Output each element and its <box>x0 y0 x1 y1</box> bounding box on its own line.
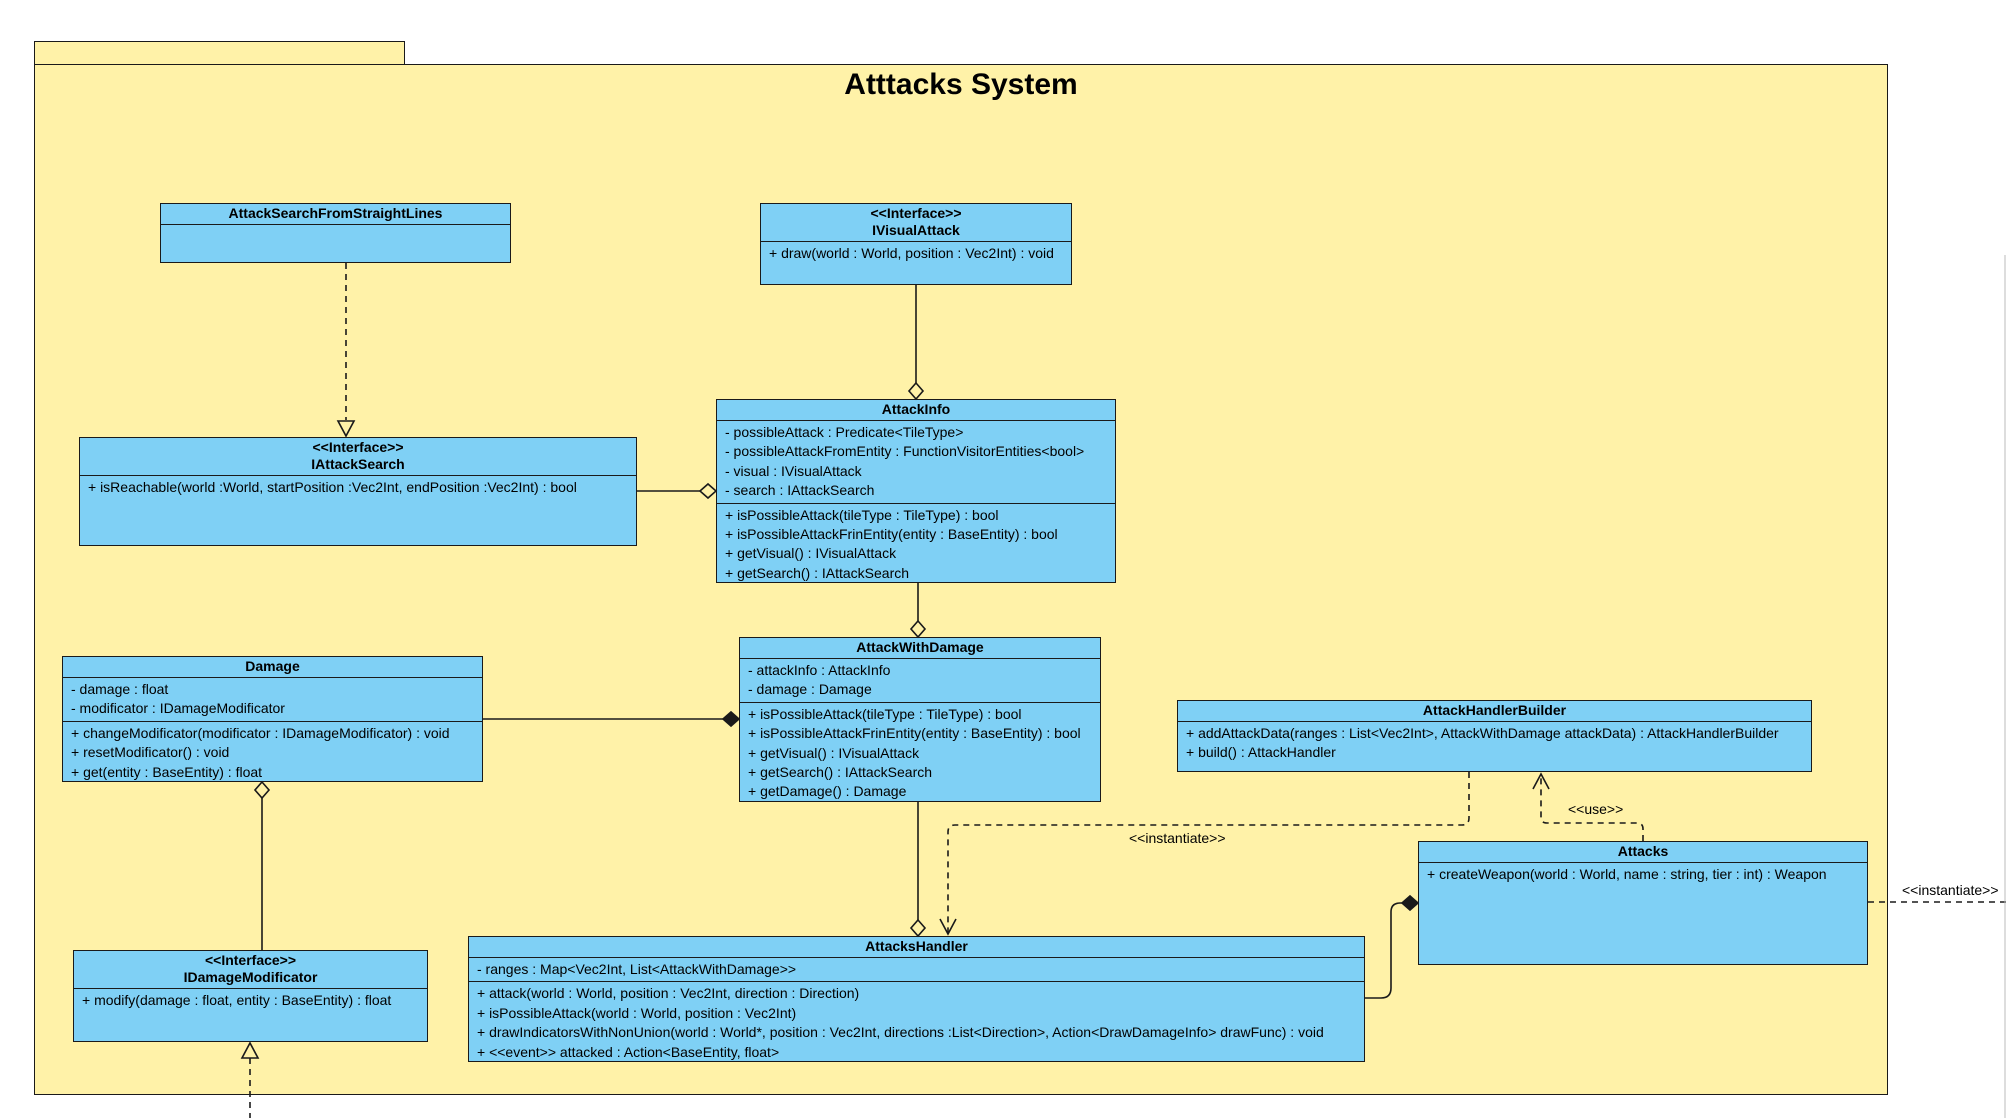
class-header: AttackInfo <box>717 400 1115 421</box>
class-operation: + isPossibleAttack(tileType : TileType) … <box>725 506 999 523</box>
composition-diamond <box>1400 894 1420 912</box>
realization-arrowhead <box>336 420 356 438</box>
class-operations-compartment: + modify(damage : float, entity : BaseEn… <box>74 989 427 1012</box>
class-operation: + drawIndicatorsWithNonUnion(world : Wor… <box>477 1024 1324 1041</box>
aggregation-diamond <box>907 381 925 401</box>
class-operations-compartment: + attack(world : World, position : Vec2I… <box>469 982 1364 1061</box>
composition-diamond <box>721 710 741 728</box>
class-operation: + getSearch() : IAttackSearch <box>748 764 933 781</box>
class-name: IDamageModificator <box>183 969 318 985</box>
class-operations-compartment: + isPossibleAttack(tileType : TileType) … <box>740 703 1100 801</box>
class-operation: + modify(damage : float, entity : BaseEn… <box>82 992 392 1008</box>
aggregation-diamond <box>909 619 927 639</box>
class-stereotype: <<Interface>> <box>870 205 962 221</box>
composition-handler-attacks <box>1365 902 1402 999</box>
class-header: Damage <box>63 657 482 678</box>
class-attacks-handler[interactable]: AttacksHandler - ranges : Map<Vec2Int, Li… <box>468 936 1365 1062</box>
class-operation: + getVisual() : IVisualAttack <box>725 545 897 562</box>
class-attack-handler-builder[interactable]: AttackHandlerBuilder + addAttackData(rang… <box>1177 700 1812 772</box>
class-name: IVisualAttack <box>872 222 960 238</box>
class-operation: + getDamage() : Damage <box>748 783 907 800</box>
class-stereotype: <<Interface>> <box>204 952 297 968</box>
dependency-arrowhead <box>939 918 957 936</box>
class-operations-compartment: + isReachable(world :World, startPositio… <box>80 476 636 499</box>
class-operation: + attack(world : World, position : Vec2I… <box>477 985 860 1002</box>
class-attributes-compartment: - possibleAttack : Predicate<TileType> - … <box>717 421 1115 504</box>
class-attack-with-damage[interactable]: AttackWithDamage - attackInfo : AttackInf… <box>739 637 1101 802</box>
class-operation: + build() : AttackHandler <box>1186 744 1336 761</box>
class-operation: + addAttackData(ranges : List<Vec2Int>, … <box>1186 725 1779 741</box>
class-name: AttackSearchFromStraightLines <box>228 205 443 221</box>
class-attributes-compartment: - attackInfo : AttackInfo - damage : Dama… <box>740 659 1100 703</box>
class-attribute: - damage : float <box>71 681 169 697</box>
class-damage[interactable]: Damage - damage : float - modificator : ID… <box>62 656 483 782</box>
dependency-builder-instantiates-handler <box>947 772 1470 934</box>
class-attributes-compartment: - ranges : Map<Vec2Int, List<AttackWithD… <box>469 958 1364 983</box>
package-title: Atttacks System <box>844 68 1078 101</box>
class-attack-info[interactable]: AttackInfo - possibleAttack : Predicate<T… <box>716 399 1116 583</box>
class-operation: + <<event>> attacked : Action<BaseEntity… <box>477 1043 780 1060</box>
class-attributes-compartment: - damage : float - modificator : IDamageM… <box>63 678 482 722</box>
class-operation: + draw(world : World, position : Vec2Int… <box>769 245 1054 261</box>
class-name: AttackHandlerBuilder <box>1422 702 1567 718</box>
interface-iattack-search[interactable]: <<Interface>>IAttackSearch + isReachable(… <box>79 437 637 546</box>
class-attribute: - possibleAttack : Predicate<TileType> <box>725 424 964 440</box>
class-operation: + isReachable(world :World, startPositio… <box>88 479 577 495</box>
instantiate-external-label: <<instantiate>> <box>1902 882 1999 898</box>
class-attribute: - possibleAttackFromEntity : FunctionVis… <box>725 443 1085 460</box>
class-stereotype: <<Interface>> <box>312 439 404 455</box>
aggregation-diamond <box>909 918 927 938</box>
class-operations-compartment: + changeModificator(modificator : IDamag… <box>63 722 482 781</box>
dependency-arrowhead <box>1532 772 1550 790</box>
class-operations-compartment: + isPossibleAttack(tileType : TileType) … <box>717 504 1115 582</box>
realization-arrowhead <box>240 1041 260 1059</box>
class-operation: + changeModificator(modificator : IDamag… <box>71 724 450 741</box>
class-name: Damage <box>245 658 300 674</box>
class-operation: + isPossibleAttack(world : World, positi… <box>477 1004 797 1021</box>
class-operations-compartment: + addAttackData(ranges : List<Vec2Int>, … <box>1178 722 1811 765</box>
class-attribute: - visual : IVisualAttack <box>725 462 862 479</box>
dependency-attacks-uses-builder <box>1540 774 1644 841</box>
class-operations-compartment: + createWeapon(world : World, name : str… <box>1419 863 1867 886</box>
class-operation: + resetModificator() : void <box>71 744 230 761</box>
class-attribute: - modificator : IDamageModificator <box>71 700 285 717</box>
class-operation: + getSearch() : IAttackSearch <box>725 564 910 581</box>
class-header: <<Interface>>IAttackSearch <box>80 438 636 476</box>
class-header: AttackHandlerBuilder <box>1178 701 1811 722</box>
class-operation: + isPossibleAttackFrinEntity(entity : Ba… <box>748 725 1081 742</box>
interface-ivisual-attack[interactable]: <<Interface>>IVisualAttack + draw(world :… <box>760 203 1072 285</box>
class-header: <<Interface>>IVisualAttack <box>761 204 1071 242</box>
class-name: IAttackSearch <box>311 456 405 472</box>
class-name: Attacks <box>1617 843 1669 859</box>
class-operation: + createWeapon(world : World, name : str… <box>1427 866 1827 882</box>
class-header: AttacksHandler <box>469 937 1364 958</box>
class-name: AttackInfo <box>881 401 951 417</box>
class-header: AttackSearchFromStraightLines <box>161 204 510 225</box>
aggregation-diamond <box>253 780 271 800</box>
class-header: AttackWithDamage <box>740 638 1100 659</box>
class-operation: + isPossibleAttackFrinEntity(entity : Ba… <box>725 526 1058 543</box>
class-name: AttackWithDamage <box>856 639 984 655</box>
class-attribute: - search : IAttackSearch <box>725 482 875 499</box>
class-attack-search-from-straight-lines[interactable]: AttackSearchFromStraightLines <box>160 203 511 263</box>
instantiate-handler-label: <<instantiate>> <box>1129 830 1226 846</box>
class-attribute: - damage : Damage <box>748 681 872 698</box>
class-operations-compartment: + draw(world : World, position : Vec2Int… <box>761 242 1071 265</box>
class-operation: + getVisual() : IVisualAttack <box>748 744 920 761</box>
class-attribute: - ranges : Map<Vec2Int, List<AttackWithD… <box>477 961 797 977</box>
class-name: AttacksHandler <box>865 938 968 954</box>
class-operation: + get(entity : BaseEntity) : float <box>71 763 263 780</box>
interface-idamage-modificator[interactable]: <<Interface>>IDamageModificator + modify(… <box>73 950 428 1042</box>
class-operation: + isPossibleAttack(tileType : TileType) … <box>748 705 1022 722</box>
class-header: Attacks <box>1419 842 1867 863</box>
class-header: <<Interface>>IDamageModificator <box>74 951 427 989</box>
aggregation-diamond <box>698 482 718 500</box>
class-attacks[interactable]: Attacks + createWeapon(world : World, nam… <box>1418 841 1868 965</box>
use-label: <<use>> <box>1568 801 1624 817</box>
class-attribute: - attackInfo : AttackInfo <box>748 662 891 678</box>
